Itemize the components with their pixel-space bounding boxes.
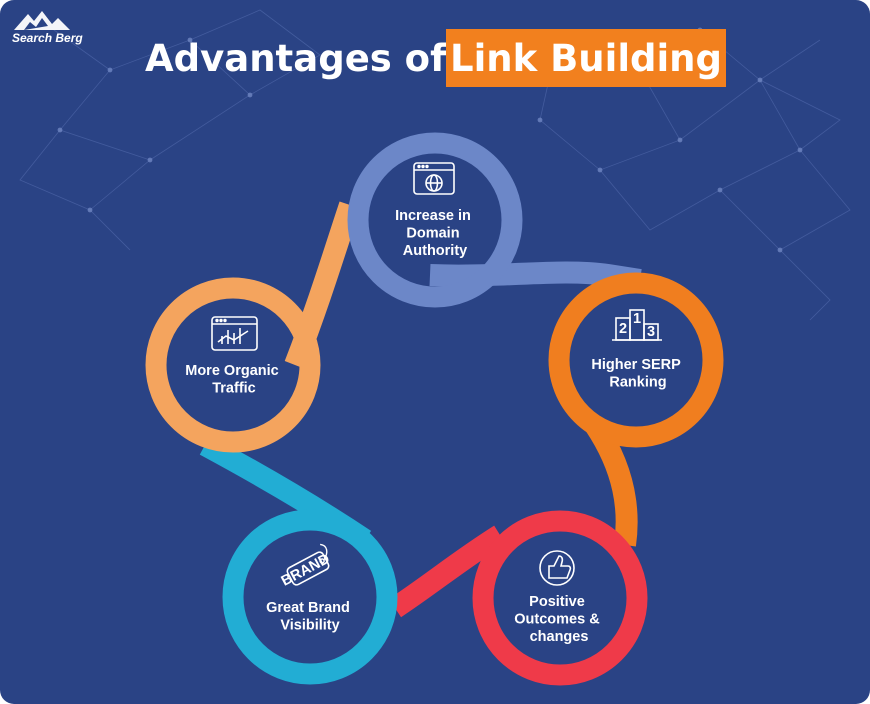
connector-outcomes-to-visibility — [388, 525, 506, 618]
podium-digit-2: 2 — [619, 321, 627, 337]
connector-domain-to-serp — [429, 261, 642, 291]
node-organic-traffic: More Organic Traffic — [145, 277, 321, 453]
analytics-window-icon — [211, 316, 258, 351]
label-serp-ranking: Higher SERP Ranking — [591, 357, 684, 391]
thumbs-up-icon — [539, 550, 575, 586]
ring-serp-ranking — [548, 272, 724, 448]
label-brand-visibility: Great Brand Visibility — [266, 600, 354, 634]
label-positive-outcomes: Positive Outcomes & changes — [514, 594, 603, 645]
label-domain-authority: Increase in Domain Authority — [395, 208, 475, 259]
ring-organic-traffic — [145, 277, 321, 453]
node-positive-outcomes: Positive Outcomes & changes — [472, 510, 648, 686]
ring-brand-visibility — [222, 509, 398, 685]
podium-icon — [612, 309, 662, 341]
page-title-prefix: Advantages of — [145, 37, 447, 80]
label-organic-traffic: More Organic Traffic — [185, 363, 283, 397]
node-serp-ranking: 2 1 3 Higher SERP Ranking — [548, 272, 724, 448]
title-highlight-box — [446, 29, 726, 87]
ring-domain-authority — [347, 132, 523, 308]
node-domain-authority: Increase in Domain Authority — [347, 132, 523, 308]
globe-browser-icon — [413, 162, 455, 195]
logo-text: Search Berg — [12, 31, 83, 45]
ring-positive-outcomes — [472, 510, 648, 686]
podium-digit-1: 1 — [633, 311, 641, 327]
search-berg-logo: Search Berg — [12, 11, 83, 45]
page-title-highlight: Link Building — [450, 37, 722, 80]
podium-digit-3: 3 — [647, 324, 655, 340]
